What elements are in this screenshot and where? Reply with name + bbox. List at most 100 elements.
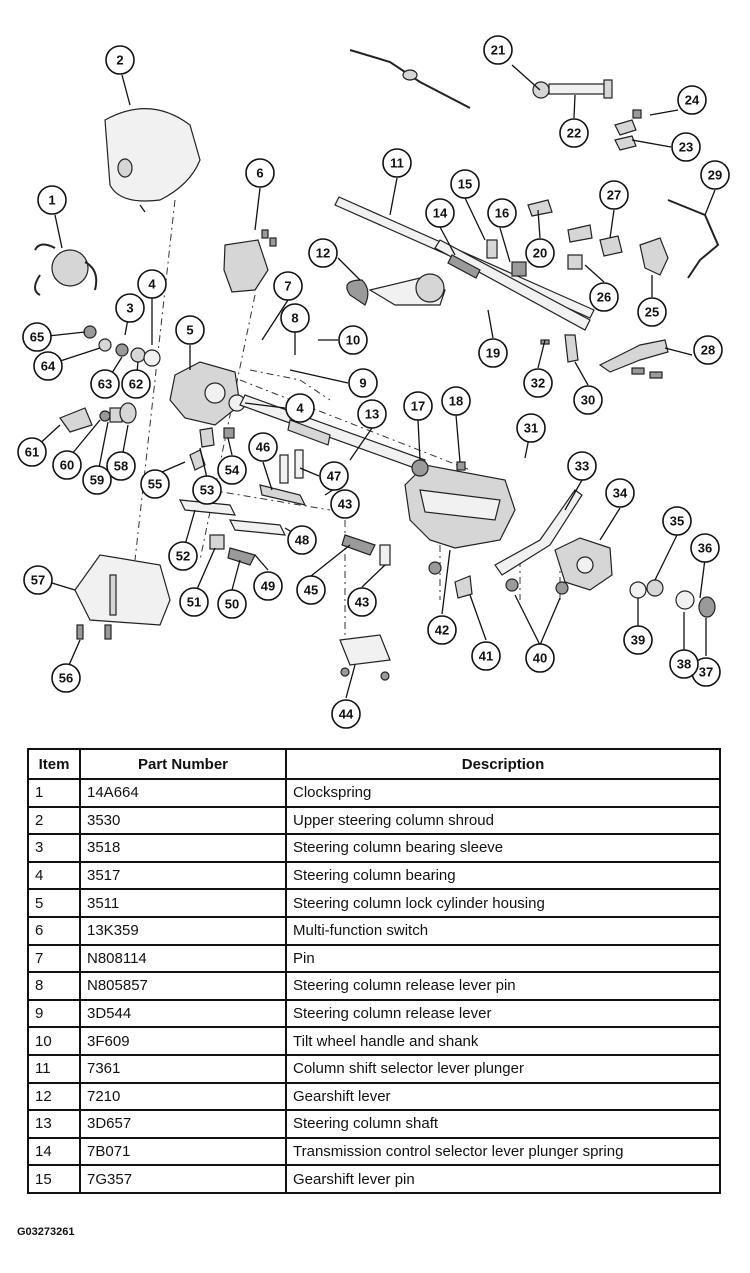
part-fasteners: [76, 334, 579, 681]
callout-41: 41: [471, 641, 501, 671]
callout-19: 19: [478, 338, 508, 368]
svg-text:49: 49: [261, 579, 275, 594]
callout-20: 20: [525, 238, 555, 268]
part-linkage-rod: [667, 199, 720, 279]
callout-32: 32: [523, 368, 553, 398]
svg-text:64: 64: [41, 359, 56, 374]
svg-text:23: 23: [679, 140, 693, 155]
cell-part-number: 3D657: [79, 1109, 287, 1139]
part-bracket-25: [639, 237, 669, 276]
svg-text:57: 57: [31, 573, 45, 588]
cell-part-number: 7B071: [79, 1136, 287, 1167]
cell-part-number: 3517: [79, 860, 287, 891]
svg-text:52: 52: [176, 549, 190, 564]
cell-item: 7: [27, 943, 81, 974]
callout-9: 9: [348, 368, 378, 398]
svg-text:4: 4: [148, 277, 156, 292]
svg-text:8: 8: [291, 311, 298, 326]
callout-47: 47: [319, 461, 349, 491]
svg-text:6: 6: [256, 166, 263, 181]
callout-11: 11: [382, 148, 412, 178]
cell-item: 12: [27, 1081, 81, 1112]
svg-text:25: 25: [645, 305, 659, 320]
cell-item: 8: [27, 971, 81, 1001]
cell-description: Transmission control selector lever plun…: [285, 1136, 721, 1167]
cell-item: 13: [27, 1109, 81, 1139]
cell-item: 10: [27, 1026, 81, 1056]
callout-16: 16: [487, 198, 517, 228]
column-header-part-number: Part Number: [79, 748, 287, 780]
svg-text:32: 32: [531, 376, 545, 391]
cell-description: Steering column lock cylinder housing: [285, 888, 721, 918]
callout-62: 62: [121, 369, 151, 399]
svg-text:37: 37: [699, 665, 713, 680]
svg-text:59: 59: [90, 473, 104, 488]
callout-7: 7: [273, 271, 303, 301]
cell-item: 3: [27, 833, 81, 863]
cell-part-number: 7G357: [79, 1164, 287, 1194]
callout-52: 52: [168, 541, 198, 571]
svg-text:9: 9: [359, 376, 366, 391]
callout-1: 1: [37, 185, 67, 215]
cell-part-number: 3D544: [79, 998, 287, 1029]
part-bracket-33: [494, 489, 583, 576]
cell-description: Steering column bearing sleeve: [285, 833, 721, 863]
leader-lines: [34, 64, 716, 699]
part-upper-shroud: [104, 108, 201, 213]
svg-text:43: 43: [338, 497, 352, 512]
svg-text:22: 22: [567, 126, 581, 141]
part-clockspring: [34, 243, 98, 296]
cell-part-number: 3511: [79, 888, 287, 918]
cell-part-number: 14A664: [79, 778, 287, 808]
part-tilt-housing: [554, 537, 613, 591]
svg-text:34: 34: [613, 486, 628, 501]
part-column-tube-bracket: [404, 459, 516, 549]
cell-part-number: 3530: [79, 805, 287, 836]
callout-25: 25: [637, 297, 667, 327]
callout-23: 23: [671, 132, 701, 162]
cell-description: Gearshift lever pin: [285, 1164, 721, 1194]
svg-text:43: 43: [355, 595, 369, 610]
svg-text:51: 51: [187, 595, 201, 610]
svg-text:10: 10: [346, 333, 360, 348]
svg-text:5: 5: [186, 323, 193, 338]
callout-10: 10: [338, 325, 368, 355]
callout-4b: 4: [285, 393, 315, 423]
callout-50: 50: [217, 589, 247, 619]
callout-3: 3: [115, 293, 145, 323]
svg-text:17: 17: [411, 399, 425, 414]
part-plunger-rod: [334, 196, 595, 331]
callout-42: 42: [427, 615, 457, 645]
svg-text:39: 39: [631, 633, 645, 648]
svg-text:18: 18: [449, 394, 463, 409]
cell-description: Column shift selector lever plunger: [285, 1053, 721, 1084]
cell-item: 6: [27, 915, 81, 946]
cell-item: 4: [27, 860, 81, 891]
cell-description: Steering column release lever: [285, 998, 721, 1029]
callout-38: 38: [669, 649, 699, 679]
callout-35: 35: [662, 506, 692, 536]
callout-29: 29: [700, 160, 730, 190]
column-header-item: Item: [27, 748, 81, 780]
part-steering-shaft: [239, 394, 426, 471]
svg-text:48: 48: [295, 533, 309, 548]
callout-13: 13: [357, 399, 387, 429]
cell-description: Steering column release lever pin: [285, 971, 721, 1001]
callout-63: 63: [90, 369, 120, 399]
svg-text:33: 33: [575, 459, 589, 474]
svg-text:1: 1: [48, 193, 55, 208]
cell-part-number: N805857: [79, 971, 287, 1001]
callout-14: 14: [425, 198, 455, 228]
callouts: 1 2 3 4 4 5 6 7 8 9 10 11 12 13 14 15 16…: [17, 35, 730, 729]
callout-64: 64: [33, 351, 63, 381]
callout-34: 34: [605, 478, 635, 508]
svg-text:24: 24: [685, 93, 700, 108]
callout-12: 12: [308, 238, 338, 268]
svg-text:47: 47: [327, 469, 341, 484]
figure-id: G03273261: [17, 1226, 75, 1238]
